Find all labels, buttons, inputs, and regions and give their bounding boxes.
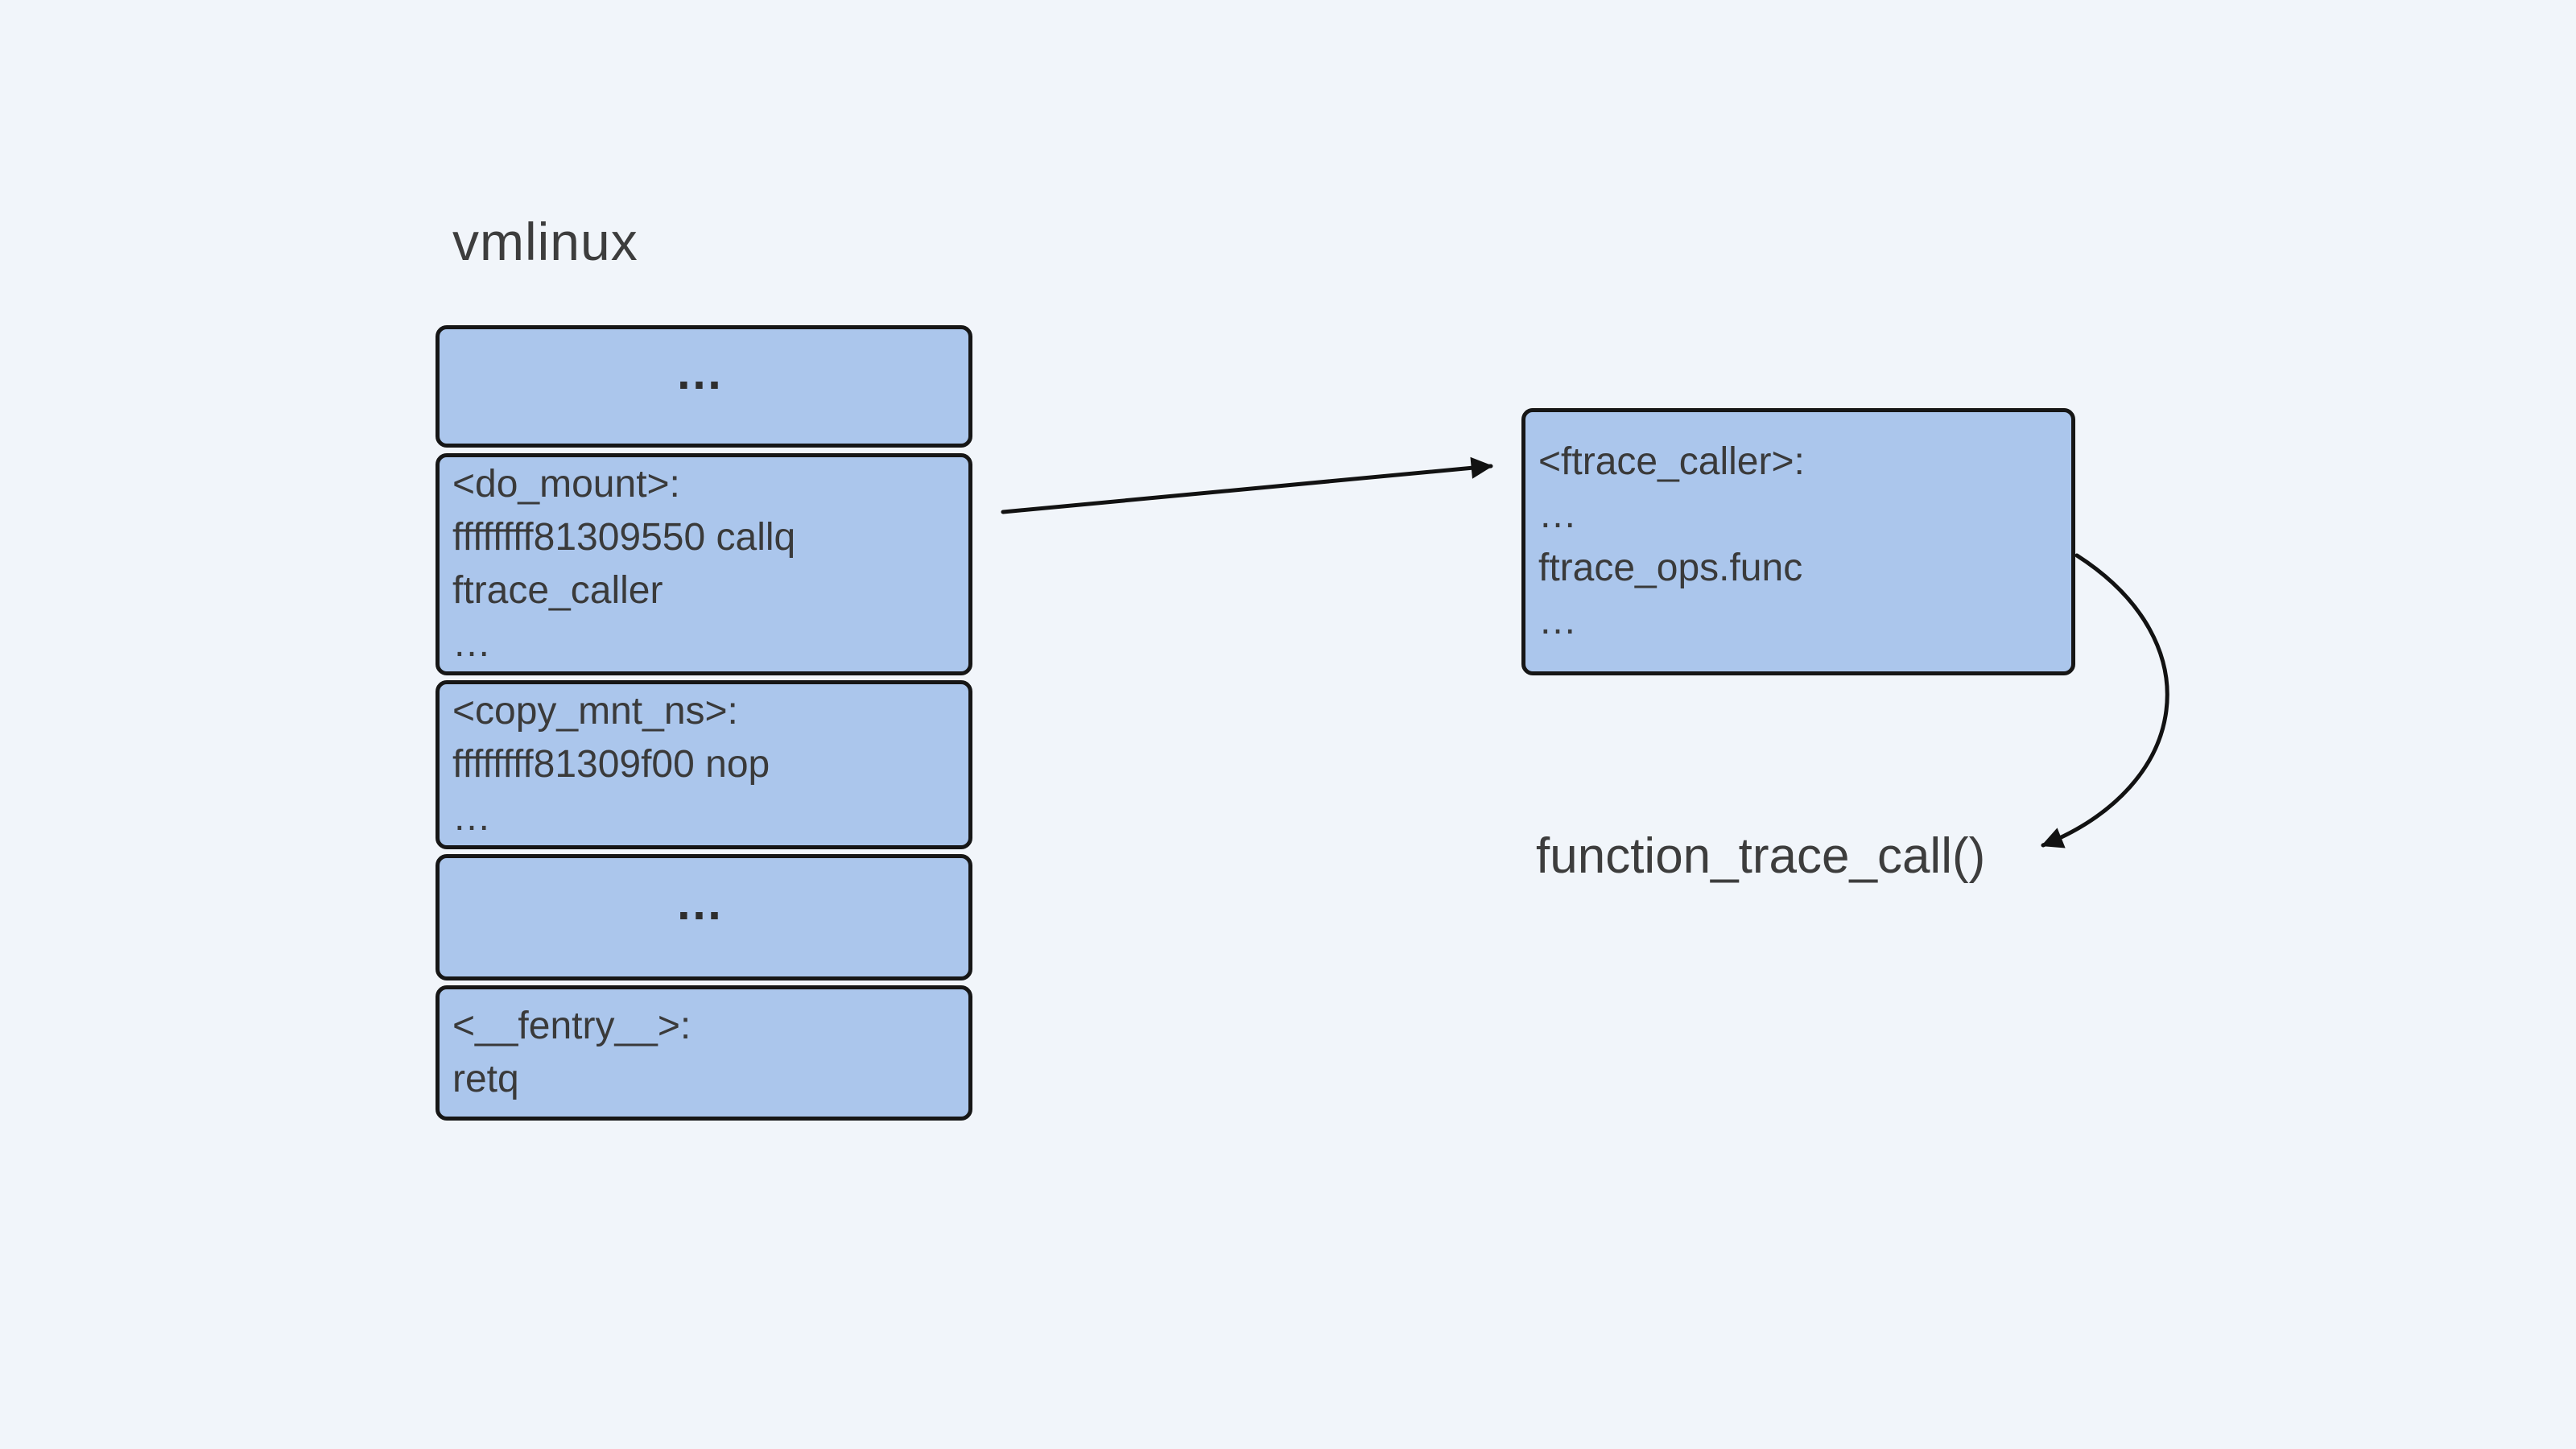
code-line: ftrace_ops.func <box>1538 547 1803 589</box>
code-line: <copy_mnt_ns>: <box>452 690 738 733</box>
code-line: <do_mount>: <box>452 463 680 506</box>
code-line: ftrace_caller <box>452 569 663 612</box>
stack-box-fentry: <__fentry__>: retq <box>436 985 972 1121</box>
code-line: … <box>452 622 491 665</box>
stack-box-ellipsis-top: … <box>436 325 972 448</box>
stack-box-do-mount: <do_mount>: ffffffff81309550 callq ftrac… <box>436 453 972 675</box>
ftrace-caller-box: <ftrace_caller>: … ftrace_ops.func … <box>1521 408 2075 675</box>
code-line: ffffffff81309550 callq <box>452 516 796 559</box>
code-line: ffffffff81309f00 nop <box>452 743 770 786</box>
code-line: … <box>1538 493 1577 536</box>
stack-box-ellipsis-bottom: … <box>436 854 972 980</box>
ellipsis-text: … <box>675 345 733 399</box>
code-line: … <box>452 796 491 839</box>
code-line: … <box>1538 600 1577 642</box>
stack-box-copy-mnt-ns: <copy_mnt_ns>: ffffffff81309f00 nop … <box>436 680 972 849</box>
ellipsis-text: … <box>675 876 733 931</box>
vmlinux-title: vmlinux <box>452 212 638 271</box>
code-line: <ftrace_caller>: <box>1538 440 1805 483</box>
arrow-do-mount-to-ftrace-caller <box>1001 456 1493 514</box>
function-trace-call-label: function_trace_call() <box>1536 828 1986 884</box>
code-line: retq <box>452 1058 519 1100</box>
code-line: <__fentry__>: <box>452 1005 691 1047</box>
